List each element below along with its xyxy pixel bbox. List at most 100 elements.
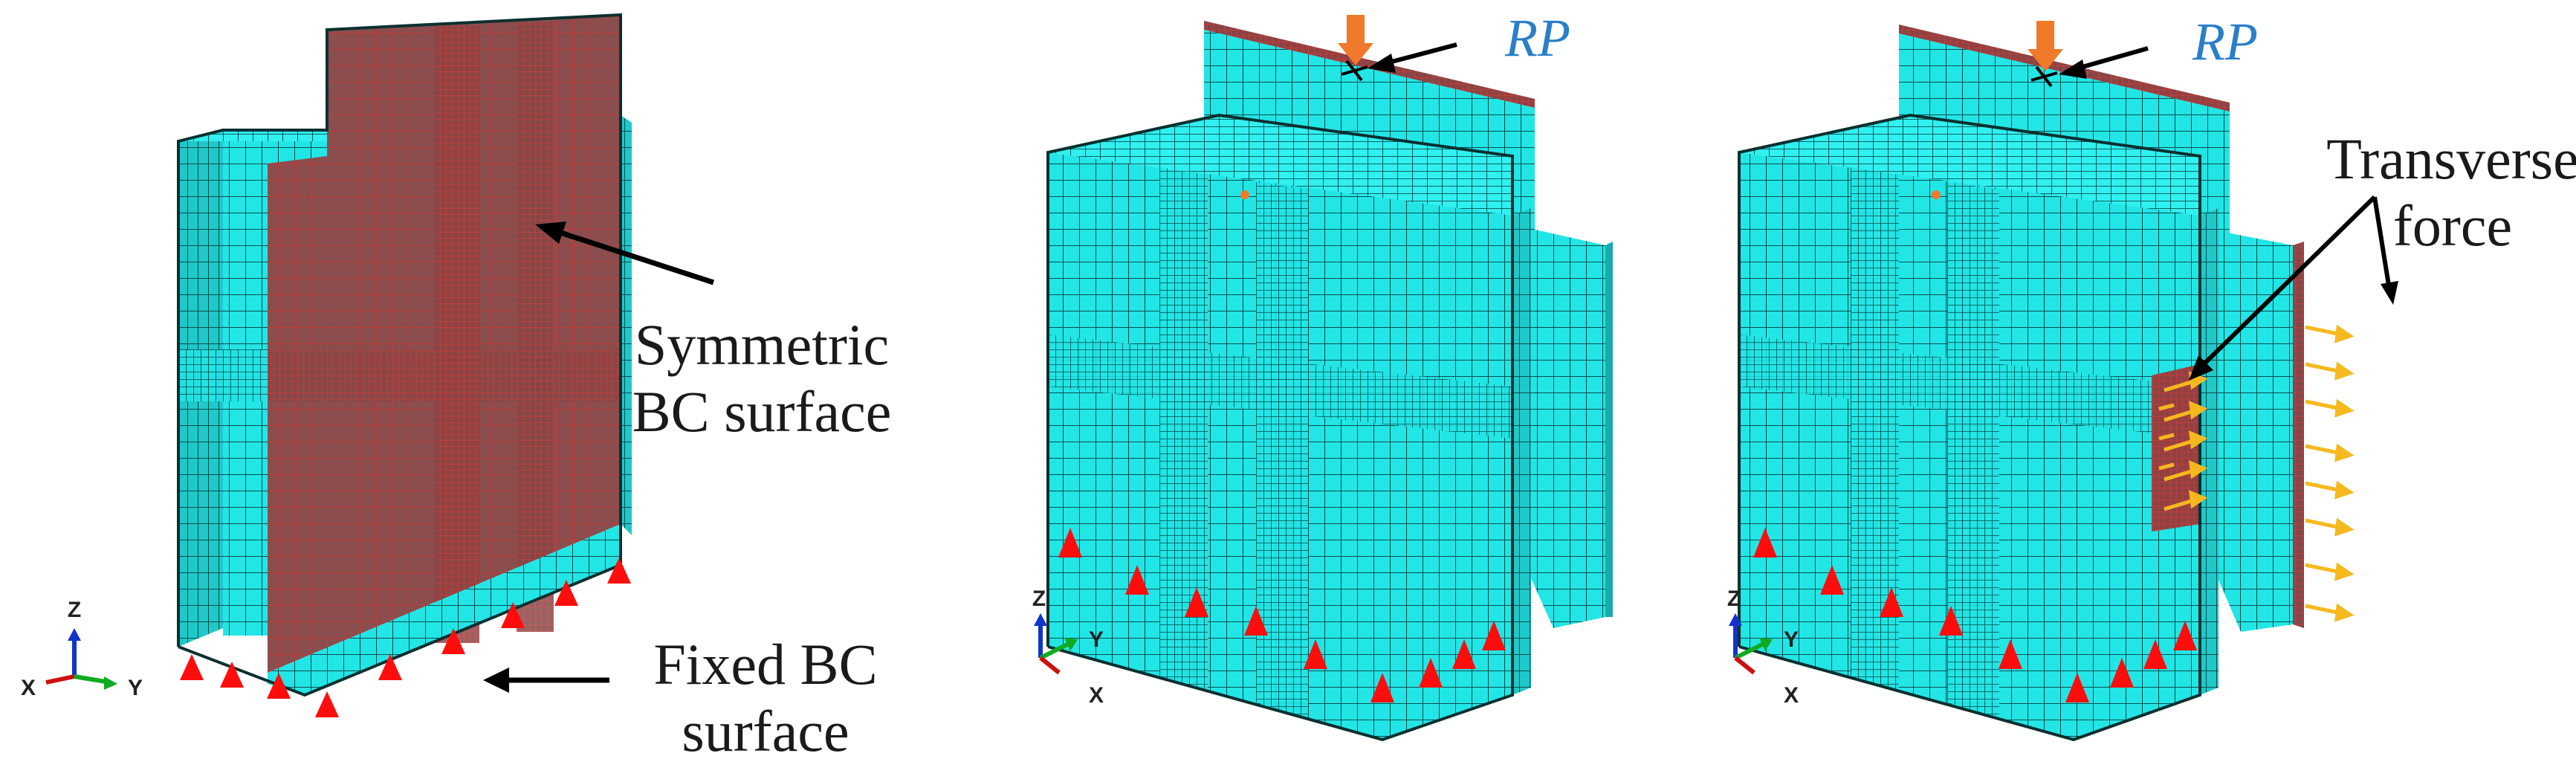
triad-y-label: Y: [128, 676, 143, 700]
left-back-side-face: [621, 115, 632, 535]
left-dense-hband: [178, 349, 268, 401]
transverse-arrow-1-head: [2189, 355, 2213, 381]
right-model: [1738, 25, 2304, 742]
support-triangle: [501, 602, 525, 628]
transverse-arrow-2-head: [2381, 281, 2398, 305]
transverse-annotation: Transverse force: [2189, 126, 2576, 381]
transverse-arrow-2-line: [2372, 196, 2392, 291]
triad-z-label: Z: [1727, 586, 1741, 611]
support-triangle: [554, 580, 578, 606]
left-base-slab: [268, 524, 621, 695]
triad-x-axis: [1734, 656, 1755, 675]
middle-model: [1046, 21, 1613, 742]
support-triangle: [378, 654, 402, 680]
support-triangle: [1304, 639, 1327, 669]
middle-back-plate-top: [1204, 21, 1535, 108]
triad-y-head: [104, 676, 117, 690]
support-triangle: [1939, 606, 1963, 636]
middle-outline: [1046, 113, 1514, 742]
support-triangle: [1482, 621, 1506, 650]
right-rp-arrow-line: [2077, 46, 2149, 71]
triad-z-head: [68, 628, 81, 641]
left-annotations: Symmetric BC surface Fixed BC surface: [483, 222, 891, 763]
support-triangle: [1419, 658, 1443, 688]
symmetric-arrow-head: [535, 222, 566, 244]
triad-y-axis: [1734, 641, 1767, 660]
middle-axis-triad: Z Y X: [1032, 586, 1104, 708]
right-block-side: [2200, 208, 2219, 695]
middle-supports: [1058, 528, 1506, 702]
right-supports: [1753, 528, 2197, 702]
support-triangle: [1185, 587, 1208, 617]
right-rp-label: RP: [2192, 12, 2258, 71]
right-load-arrow-shaft: [2036, 21, 2054, 49]
right-rp-arrow-head: [2059, 59, 2087, 79]
right-marker-dot: [1932, 190, 1941, 199]
triad-z-head: [1034, 613, 1047, 626]
support-triangle: [2065, 673, 2089, 702]
right-dense-vband-2: [1947, 182, 1999, 717]
support-triangle: [2173, 621, 2197, 650]
right-back-plate-top: [1899, 25, 2230, 112]
right-load: RP: [2028, 12, 2258, 88]
triad-x-axis: [1039, 656, 1061, 675]
support-triangle: [2110, 658, 2134, 688]
triad-x-label: X: [1784, 683, 1799, 708]
left-model: [177, 13, 632, 697]
support-triangle: [180, 654, 204, 680]
middle-rp-arrow-head: [1368, 54, 1396, 73]
left-supports: [180, 558, 631, 717]
middle-marker-dot: [1240, 190, 1249, 199]
triad-x-label: X: [21, 676, 36, 700]
support-triangle: [607, 558, 631, 584]
support-triangle: [1125, 565, 1149, 595]
triad-x-label: X: [1089, 683, 1104, 708]
right-rp-cross-2: [2035, 65, 2053, 88]
support-triangle: [1244, 606, 1268, 636]
support-triangle: [2143, 639, 2167, 669]
fixed-label-line2: surface: [682, 699, 849, 763]
transverse-label-line2: force: [2393, 193, 2512, 258]
right-side-fin-red-edge: [2293, 242, 2304, 628]
red-dense-band-2: [517, 22, 554, 632]
support-triangle: [267, 673, 291, 699]
right-outline: [1738, 113, 2201, 742]
middle-rp-label: RP: [1504, 8, 1570, 68]
fixed-arrow-head: [483, 668, 509, 693]
left-outline: [177, 13, 622, 697]
support-triangle: [1880, 587, 1903, 617]
symmetric-arrow-line: [552, 227, 715, 285]
triad-y-head: [1064, 638, 1078, 651]
middle-block-side: [1512, 208, 1531, 695]
support-triangle: [1058, 528, 1082, 558]
triad-y-head: [1759, 638, 1773, 651]
middle-dense-hband: [1048, 335, 1512, 439]
middle-rp-cross-2: [1345, 59, 1363, 82]
triad-x-axis: [45, 674, 75, 685]
triad-z-label: Z: [68, 598, 81, 622]
triad-y-axis: [1039, 641, 1072, 660]
middle-dense-vband-2: [1256, 182, 1308, 717]
right-load-arrow-head: [2028, 49, 2063, 71]
right-side-fin: [2196, 227, 2293, 632]
red-dense-hband: [268, 349, 621, 401]
transverse-label-line1: Transverse: [2326, 126, 2576, 191]
middle-load-arrow-shaft: [1347, 15, 1365, 43]
right-dense-hband: [1739, 335, 2200, 439]
fixed-label-line1: Fixed BC: [653, 632, 877, 697]
support-triangle: [220, 662, 244, 688]
red-dense-band-1: [435, 26, 479, 643]
transverse-arrow-1-line: [2198, 195, 2377, 370]
support-triangle: [1753, 528, 1777, 558]
support-triangle: [315, 691, 339, 717]
force-arrows-contact: [2158, 371, 2208, 511]
support-triangle: [1370, 673, 1394, 702]
right-axis-triad: Z Y X: [1727, 586, 1799, 708]
symmetric-label-line1: Symmetric: [635, 312, 889, 377]
triad-z-label: Z: [1032, 586, 1046, 611]
left-axis-triad: Z X Y: [21, 598, 143, 700]
middle-side-fin-edge: [1605, 242, 1613, 617]
transverse-forces: [2158, 324, 2355, 622]
middle-rp-arrow-line: [1385, 42, 1457, 65]
